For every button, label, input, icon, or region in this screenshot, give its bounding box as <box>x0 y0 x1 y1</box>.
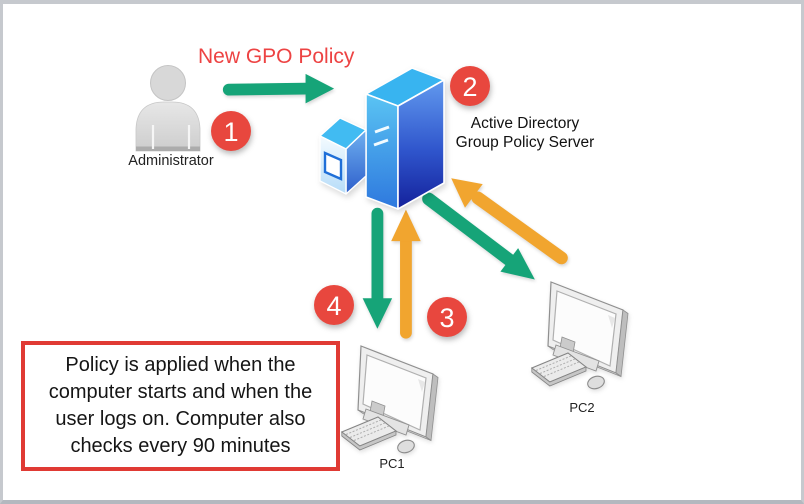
step-badge-number: 4 <box>326 291 341 321</box>
pc2-icon <box>531 281 629 392</box>
gpo-policy-heading: New GPO Policy <box>198 45 355 68</box>
arrow-pc1-to-server-icon <box>391 209 421 339</box>
person-head <box>150 65 186 101</box>
arrow-server-to-pc1-icon <box>362 207 393 329</box>
step-badge-circle <box>450 66 490 106</box>
step-badge-circle <box>211 111 251 151</box>
server-window <box>323 151 343 181</box>
step-badge-4: 4 <box>314 285 354 325</box>
arrow-server-to-pc2-icon <box>422 192 535 280</box>
step-badge-3: 3 <box>427 297 467 337</box>
step-badge-circle <box>427 297 467 337</box>
server-icon <box>319 67 445 210</box>
administrator-icon <box>135 65 201 152</box>
step-badge-2: 2 <box>450 66 490 106</box>
arrows-layer <box>222 73 568 339</box>
step-badge-number: 1 <box>223 117 238 147</box>
arrow-admin-to-server-icon <box>222 73 335 104</box>
person-body <box>135 101 201 152</box>
step-badge-1: 1 <box>211 111 251 151</box>
pc1-label: PC1 <box>379 456 405 471</box>
policy-note-box: Policy is applied when the computer star… <box>21 341 340 471</box>
server-label: Active Directory Group Policy Server <box>455 115 595 151</box>
arrow-pc2-to-server-icon <box>451 178 568 265</box>
step-badge-circle <box>314 285 354 325</box>
step-badge-number: 3 <box>439 303 454 333</box>
administrator-label: Administrator <box>128 153 214 169</box>
pc2-label: PC2 <box>569 400 595 415</box>
server-front-unit <box>319 117 367 195</box>
pc1-icon <box>341 345 439 456</box>
person-base <box>136 146 200 151</box>
server-tower <box>365 67 445 210</box>
policy-note-text: Policy is applied when the computer star… <box>48 354 313 457</box>
step-badge-number: 2 <box>462 72 477 102</box>
